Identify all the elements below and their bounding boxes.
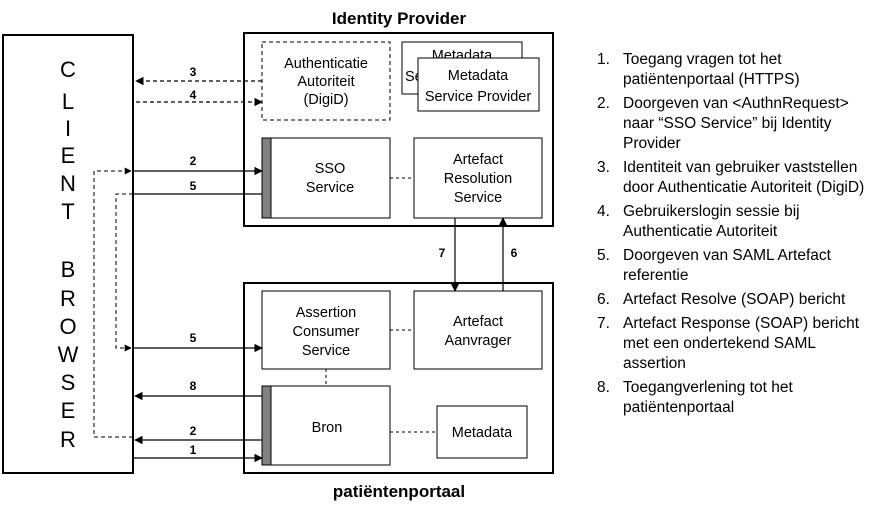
browser-letter: R (60, 427, 76, 452)
assertion-consumer-label: Consumer (293, 324, 360, 340)
legend-text: Identiteit van gebruiker vaststellen doo… (623, 159, 865, 196)
legend-item: 2. Doorgeven van <AuthnRequest> naar “SSO… (597, 94, 877, 154)
legend-text: Artefact Resolve (SOAP) bericht (623, 291, 846, 308)
browser-letter: O (59, 314, 76, 339)
arrow-5-bottom-label: 5 (190, 331, 197, 345)
assertion-consumer-label: Assertion (296, 305, 356, 321)
artefact-aanvrager-label: Artefact (453, 314, 503, 330)
legend-item: 1. Toegang vragen tot het patiëntenportaa… (597, 50, 877, 90)
arrow-2-top-label: 2 (190, 154, 197, 168)
legend-number: 5. (597, 247, 610, 264)
legend-number: 8. (597, 379, 610, 396)
legend-number: 7. (597, 315, 610, 332)
client-letter: T (61, 199, 74, 224)
browser-letter: S (61, 370, 76, 395)
artefact-resolution-label: Artefact (453, 152, 503, 168)
client-letter: I (65, 116, 71, 141)
redirect-5-path (115, 193, 133, 352)
legend-item: 3. Identiteit van gebruiker vaststellen d… (597, 158, 877, 198)
arrow-4-label: 4 (190, 88, 197, 102)
legend-number: 4. (597, 203, 610, 220)
legend-text: Gebruikerslogin sessie bij Authenticatie… (623, 203, 800, 240)
client-letter: C (60, 57, 76, 82)
assertion-consumer-box (261, 290, 391, 370)
bron-box (261, 385, 391, 466)
patientenportaal-title: patiëntenportaal (333, 482, 465, 501)
sso-service-label: SSO (315, 161, 346, 177)
browser-letter: R (60, 286, 76, 311)
artefact-aanvrager-label: Aanvrager (445, 333, 512, 349)
legend-text: Toegangverlening tot het patiëntenportaa… (623, 379, 793, 416)
assertion-consumer-label: Service (302, 343, 350, 359)
arrow-7-label: 7 (439, 246, 446, 260)
arrow-1-label: 1 (190, 443, 197, 457)
artefact-aanvrager-box (413, 290, 543, 370)
client-letter: N (60, 171, 76, 196)
legend-list: 1. Toegang vragen tot het patiëntenportaa… (597, 50, 877, 422)
arrow-3-label: 3 (190, 65, 197, 79)
authenticatie-label: (DigiD) (303, 92, 348, 108)
legend-item: 6. Artefact Resolve (SOAP) bericht (597, 290, 877, 310)
legend-text: Toegang vragen tot het patiëntenportaal … (623, 51, 800, 88)
legend-number: 2. (597, 95, 610, 112)
redirect-2-path (93, 167, 133, 438)
browser-letter: E (61, 398, 76, 423)
arrow-5-top-label: 5 (190, 179, 197, 193)
artefact-resolution-label: Resolution (444, 171, 513, 187)
bron-bar (261, 385, 272, 466)
legend-number: 3. (597, 159, 610, 176)
sso-service-label: Service (306, 180, 354, 196)
client-browser-box (2, 34, 134, 474)
legend-item: 4. Gebruikerslogin sessie bij Authenticat… (597, 202, 877, 242)
legend-number: 1. (597, 51, 610, 68)
artefact-resolution-label: Service (454, 190, 502, 206)
legend-number: 6. (597, 291, 610, 308)
sso-service-box (261, 137, 391, 219)
arrow-2-bottom-label: 2 (190, 424, 197, 438)
authenticatie-label: Autoriteit (297, 74, 354, 90)
client-letter: E (61, 143, 76, 168)
artefact-resolution-box (413, 137, 543, 219)
identity-provider-title: Identity Provider (332, 9, 467, 28)
arrow-6-label: 6 (511, 246, 518, 260)
legend-item: 7. Artefact Response (SOAP) bericht met e… (597, 314, 877, 374)
metadata-label: Metadata (452, 425, 513, 441)
sso-service-bar (261, 137, 272, 219)
metadata-box (436, 405, 528, 459)
browser-letter: B (61, 257, 76, 282)
authenticatie-label: Authenticatie (284, 56, 368, 72)
browser-letter: W (58, 342, 79, 367)
legend-text: Doorgeven van SAML Artefact referentie (623, 247, 831, 284)
metadata-sp-label: Metadata (448, 68, 509, 84)
legend-item: 8. Toegangverlening tot het patiëntenport… (597, 378, 877, 418)
authenticatie-autoriteit-box (261, 41, 391, 121)
legend-item: 5. Doorgeven van SAML Artefact referentie (597, 246, 877, 286)
arrow-8-label: 8 (190, 379, 197, 393)
client-letter: L (62, 89, 74, 114)
legend-text: Doorgeven van <AuthnRequest> naar “SSO S… (623, 95, 849, 152)
metadata-sp-label: Service Provider (425, 89, 532, 105)
metadata-sp-box (417, 57, 540, 112)
bron-label: Bron (312, 420, 343, 436)
legend-text: Artefact Response (SOAP) bericht met een… (623, 315, 860, 372)
